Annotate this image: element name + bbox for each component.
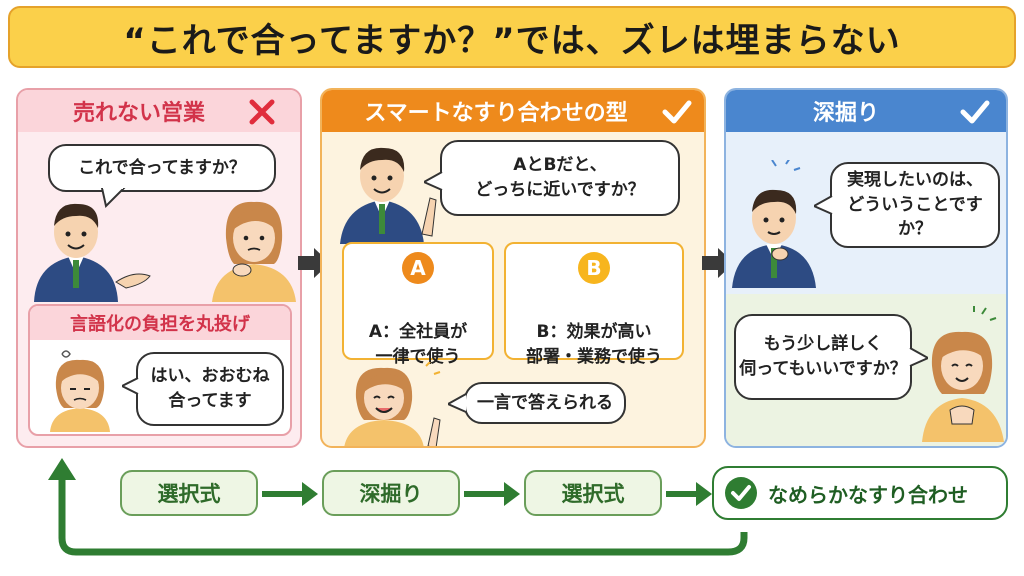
flow-arrow-icon [464,482,520,506]
customer-illustration [212,201,296,302]
bubble-tail [100,188,126,208]
check-icon [960,100,990,124]
question-text: AとBだと、 どっちに近いですか？ [475,155,645,200]
reply-text: はい、おおむね 合ってます [150,366,270,411]
burden-header: 言語化の負担を丸投げ [30,306,290,340]
panel-header-label: 深掘り [812,101,879,126]
customer-illustration [344,362,441,446]
deep-question-bubble-2: もう少し詳しく 伺ってもいいですか？ [734,314,912,400]
panel-header-label: 売れない営業 [72,101,205,126]
option-b-badge: B [578,252,610,284]
confused-customer-illustration [50,350,110,432]
deep-bubble-tail-1 [814,195,833,215]
burden-header-label: 言語化の負担を丸投げ [70,314,250,335]
panel-deep-dive: 深掘り 実現したいのは、 どういうことですか？ もう少し詳しく 伺ってもいいです… [724,88,1008,448]
page-title: “これで合ってますか？”では、ズレは埋まらない [8,6,1016,68]
panel-header: スマートなすり合わせの型 [322,90,704,132]
flow-step-label: 選択式 [157,482,221,506]
answer-text: 一言で答えられる [477,392,613,413]
customer-illustration [922,306,1004,442]
reply-bubble-tail [122,377,139,395]
question-bubble: AとBだと、 どっちに近いですか？ [440,140,680,216]
flow-arrow-icon [666,482,712,506]
deep-question-text-1: 実現したいのは、 どういうことですか？ [847,170,983,240]
flow-result-label: なめらかなすり合わせ [768,482,968,507]
answer-bubble-tail [448,393,467,413]
deep-question-text-2: もう少し詳しく 伺ってもいいですか？ [739,334,907,379]
flow-arrow-icon [262,482,318,506]
cross-icon [249,99,275,125]
flow-step-choice-1: 選択式 [120,470,258,516]
burden-box: 言語化の負担を丸投げ はい、おおむね 合ってます [28,304,292,436]
flow-result: なめらかなすり合わせ [712,466,1008,520]
flow-step-label: 選択式 [561,482,625,506]
question-bubble-tail [424,171,443,191]
reply-bubble: はい、おおむね 合ってます [136,352,284,426]
option-a-badge: A [402,252,434,284]
option-a-label: A：全社員が 一律で使う [368,321,468,368]
option-a-text: A：全社員が 一律で使う [344,294,492,371]
option-a-card: A A：全社員が 一律で使う [342,242,494,367]
panel-smart-alignment: スマートなすり合わせの型 AとBだと、 どっちに近いですか？ A A：全社員が … [320,88,706,448]
deep-question-bubble-1: 実現したいのは、 どういうことですか？ [830,162,1000,248]
flow-step-choice-2: 選択式 [524,470,662,516]
option-a-letter: A [410,256,426,280]
salesman-illustration [732,160,816,288]
check-icon [662,100,692,124]
speech-bubble: これで合ってますか？ [48,144,276,192]
panel-header-label: スマートなすり合わせの型 [364,101,628,126]
bubble-text: これで合ってますか？ [78,157,246,178]
panel-header: 売れない営業 [18,90,300,132]
option-b-text: B：効果が高い 部署・業務で使う [506,294,682,371]
salesman-illustration [34,203,151,302]
deep-bubble-tail-2 [909,347,928,367]
flow-step-deep-dive: 深掘り [322,470,460,516]
option-b-label: B：効果が高い 部署・業務で使う [526,321,662,368]
option-b-letter: B [586,256,602,280]
loop-back-arrow [48,458,748,556]
flow-step-label: 深掘り [359,482,423,506]
panel-header: 深掘り [726,90,1006,132]
check-circle-icon [725,477,757,509]
salesman-illustration [340,147,437,244]
panel-bad-sales: 売れない営業 これで合ってますか？ 言語化の負担を丸投げ [16,88,302,448]
answer-bubble: 一言で答えられる [464,382,626,424]
option-b-card: B B：効果が高い 部署・業務で使う [504,242,684,367]
